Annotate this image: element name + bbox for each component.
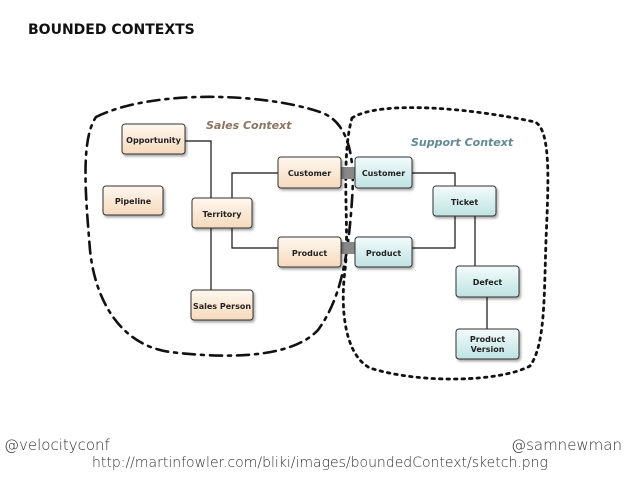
entity-product-version: [455, 328, 520, 360]
support-context-label: Support Context: [411, 136, 514, 149]
entity-support-customer: [354, 156, 413, 189]
customer-shared-link: [341, 167, 355, 179]
support-customer-label: Customer: [362, 169, 405, 178]
entity-opportunity: [121, 123, 186, 155]
entity-sales-product: [277, 236, 342, 268]
product-version-label-line2: Version: [471, 345, 505, 354]
ticket-label: Ticket: [451, 198, 478, 207]
connector-opportunity-territory: [185, 140, 212, 198]
sales-context-boundary: [84, 95, 355, 357]
source-url: http://martinfowler.com/bliki/images/bou…: [92, 455, 548, 471]
defect-label: Defect: [473, 278, 503, 287]
samnewman-handle: @samnewman: [511, 436, 622, 454]
connector-customer-ticket: [412, 172, 456, 186]
entity-sales-person: [190, 289, 254, 321]
entity-pipeline: [102, 185, 164, 216]
territory-label: Territory: [203, 210, 243, 219]
support-context-boundary: [341, 106, 550, 381]
opportunity-label: Opportunity: [126, 136, 181, 145]
pipeline-label: Pipeline: [115, 197, 152, 206]
velocityconf-handle: @velocityconf: [4, 436, 110, 454]
entity-defect: [455, 265, 520, 298]
sales-product-label: Product: [292, 249, 327, 258]
sales-customer-label: Customer: [288, 169, 331, 178]
entity-support-product: [354, 236, 413, 268]
entity-sales-customer: [277, 156, 342, 189]
sales-person-label: Sales Person: [193, 302, 251, 311]
entity-territory: [191, 197, 253, 229]
support-product-label: Product: [366, 249, 401, 258]
product-shared-link: [341, 242, 355, 254]
connector-ticket-product: [412, 216, 456, 249]
entity-ticket: [432, 185, 497, 217]
sales-context-label: Sales Context: [206, 119, 292, 132]
product-version-label-line1: Product: [470, 335, 505, 344]
slide-title: BOUNDED CONTEXTS: [28, 22, 195, 38]
